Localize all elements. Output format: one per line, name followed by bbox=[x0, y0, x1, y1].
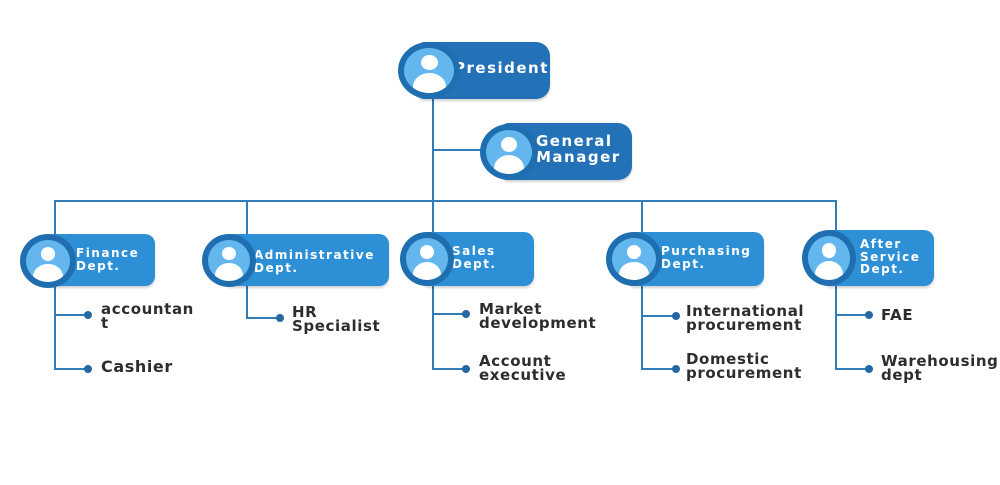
branch-stub-4-1 bbox=[835, 368, 867, 370]
branch-stub-0-1 bbox=[54, 368, 86, 370]
president-label: President bbox=[454, 59, 549, 77]
branch-dot-4-0 bbox=[865, 311, 873, 319]
branch-stub-4-0 bbox=[835, 314, 867, 316]
dept-avatar-icon-after-service bbox=[802, 230, 856, 286]
president-avatar-icon bbox=[398, 42, 460, 99]
dept-label-after-service: After Service Dept. bbox=[860, 237, 921, 277]
dept-label-purchasing: Purchasing Dept. bbox=[661, 244, 752, 271]
branch-stub-1-0 bbox=[246, 317, 278, 319]
dept-label-administrative: Administrative Dept. bbox=[254, 248, 375, 275]
branch-line-4 bbox=[835, 280, 837, 370]
branch-dot-1-0 bbox=[276, 314, 284, 322]
dept-avatar-icon-purchasing bbox=[606, 232, 662, 286]
branch-dot-0-1 bbox=[84, 365, 92, 373]
leaf-label-after-service-warehousing: Warehousing dept bbox=[881, 352, 999, 384]
connector-horizontal-bar bbox=[54, 200, 836, 202]
dept-label-sales: Sales Dept. bbox=[452, 244, 497, 271]
leaf-label-purchasing-domestic: Domestic procurement bbox=[686, 350, 802, 382]
branch-line-3 bbox=[641, 282, 643, 370]
connector-dept-4 bbox=[835, 200, 837, 234]
branch-dot-2-1 bbox=[462, 365, 470, 373]
dept-avatar-icon-administrative bbox=[202, 234, 256, 287]
general-manager-avatar-icon bbox=[480, 124, 538, 180]
dept-avatar-icon-sales bbox=[400, 232, 454, 286]
branch-stub-3-1 bbox=[641, 368, 674, 370]
connector-dept-1 bbox=[246, 200, 248, 238]
branch-dot-3-0 bbox=[672, 312, 680, 320]
branch-stub-3-0 bbox=[641, 315, 674, 317]
leaf-label-finance-cashier: Cashier bbox=[101, 357, 173, 376]
branch-dot-0-0 bbox=[84, 311, 92, 319]
general-manager-label: General Manager bbox=[536, 132, 621, 166]
branch-dot-2-0 bbox=[462, 310, 470, 318]
dept-avatar-icon-finance bbox=[20, 234, 76, 288]
branch-line-2 bbox=[432, 282, 434, 370]
connector-dept-2 bbox=[432, 200, 434, 236]
connector-dept-3 bbox=[641, 200, 643, 236]
branch-line-0 bbox=[54, 280, 56, 370]
branch-stub-2-1 bbox=[432, 368, 464, 370]
connector-gm bbox=[432, 149, 490, 151]
leaf-label-admin-hr-specialist: HR Specialist bbox=[292, 303, 381, 335]
branch-dot-4-1 bbox=[865, 365, 873, 373]
branch-line-1 bbox=[246, 284, 248, 319]
leaf-label-purchasing-international: International procurement bbox=[686, 302, 805, 334]
branch-stub-0-0 bbox=[54, 314, 86, 316]
leaf-label-after-service-fae: FAE bbox=[881, 306, 914, 324]
leaf-label-sales-account-executive: Account executive bbox=[479, 352, 567, 384]
dept-label-finance: Finance Dept. bbox=[76, 246, 140, 273]
leaf-label-sales-market-development: Market development bbox=[479, 300, 597, 332]
connector-dept-0 bbox=[54, 200, 56, 240]
branch-stub-2-0 bbox=[432, 313, 464, 315]
leaf-label-finance-accountant: accountan t bbox=[101, 300, 194, 332]
branch-dot-3-1 bbox=[672, 365, 680, 373]
